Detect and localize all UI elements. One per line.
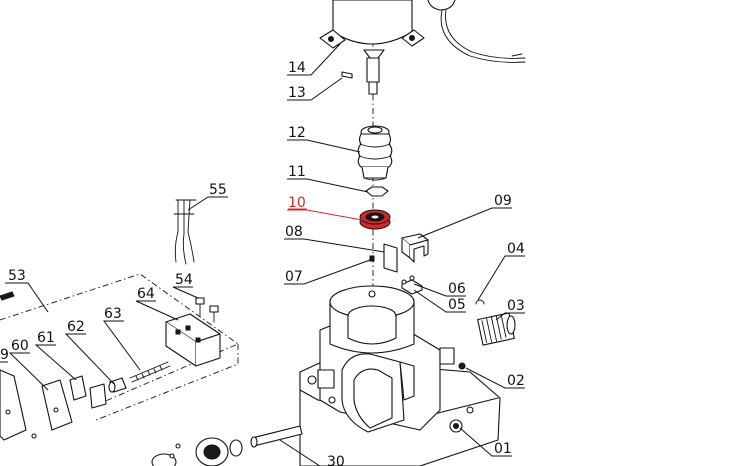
part-04-clip[interactable] bbox=[475, 299, 485, 305]
part-62-bushing[interactable] bbox=[108, 377, 127, 393]
part-12-worm[interactable] bbox=[357, 125, 393, 181]
label-03: 03 bbox=[507, 298, 525, 314]
part-11-nut[interactable] bbox=[365, 186, 389, 197]
part-53-control-box[interactable] bbox=[0, 273, 239, 421]
part-05-screws[interactable] bbox=[401, 275, 415, 285]
label-54: 54 bbox=[175, 272, 193, 288]
label-62: 62 bbox=[67, 319, 85, 335]
label-10: 10 bbox=[288, 195, 306, 211]
part-10-bearing[interactable] bbox=[359, 209, 391, 230]
label-05: 05 bbox=[448, 297, 466, 313]
label-13: 13 bbox=[288, 85, 306, 101]
part-03-spring[interactable] bbox=[477, 312, 516, 346]
label-06: 06 bbox=[448, 281, 466, 297]
label-12: 12 bbox=[288, 125, 306, 141]
label-08: 08 bbox=[285, 224, 303, 240]
part-30-shaft[interactable] bbox=[151, 425, 303, 466]
part-14-motor[interactable] bbox=[319, 0, 425, 95]
label-09: 09 bbox=[494, 193, 512, 209]
part-13-key[interactable] bbox=[341, 71, 353, 79]
part-09-bracket[interactable] bbox=[401, 233, 429, 263]
label-53: 53 bbox=[8, 268, 26, 284]
part-01-base-housing[interactable] bbox=[299, 285, 501, 466]
label-11: 11 bbox=[288, 164, 306, 180]
part-59-plate[interactable] bbox=[0, 369, 37, 441]
label-07: 07 bbox=[285, 269, 303, 285]
part-55-wiring-harness[interactable] bbox=[173, 199, 197, 265]
part-60-plate[interactable] bbox=[41, 379, 73, 431]
leader-lines bbox=[0, 43, 525, 466]
label-63: 63 bbox=[104, 306, 122, 322]
label-55: 55 bbox=[209, 182, 227, 198]
label-30: 30 bbox=[327, 454, 345, 466]
label-60: 60 bbox=[11, 338, 29, 354]
part-07-pin[interactable] bbox=[369, 255, 375, 262]
part-61-switch[interactable] bbox=[69, 375, 107, 409]
label-64: 64 bbox=[137, 286, 155, 302]
label-02: 02 bbox=[507, 373, 525, 389]
label-04: 04 bbox=[507, 241, 525, 257]
label-01: 01 bbox=[494, 441, 512, 457]
label-59: 9 bbox=[0, 347, 9, 363]
part-54-screws[interactable] bbox=[195, 297, 219, 323]
part-63-spring[interactable] bbox=[129, 361, 171, 383]
part-64-module[interactable] bbox=[165, 313, 221, 367]
part-08-plate[interactable] bbox=[383, 243, 398, 273]
motor-cable bbox=[427, 0, 526, 63]
label-14: 14 bbox=[288, 60, 306, 76]
label-61: 61 bbox=[37, 330, 55, 346]
